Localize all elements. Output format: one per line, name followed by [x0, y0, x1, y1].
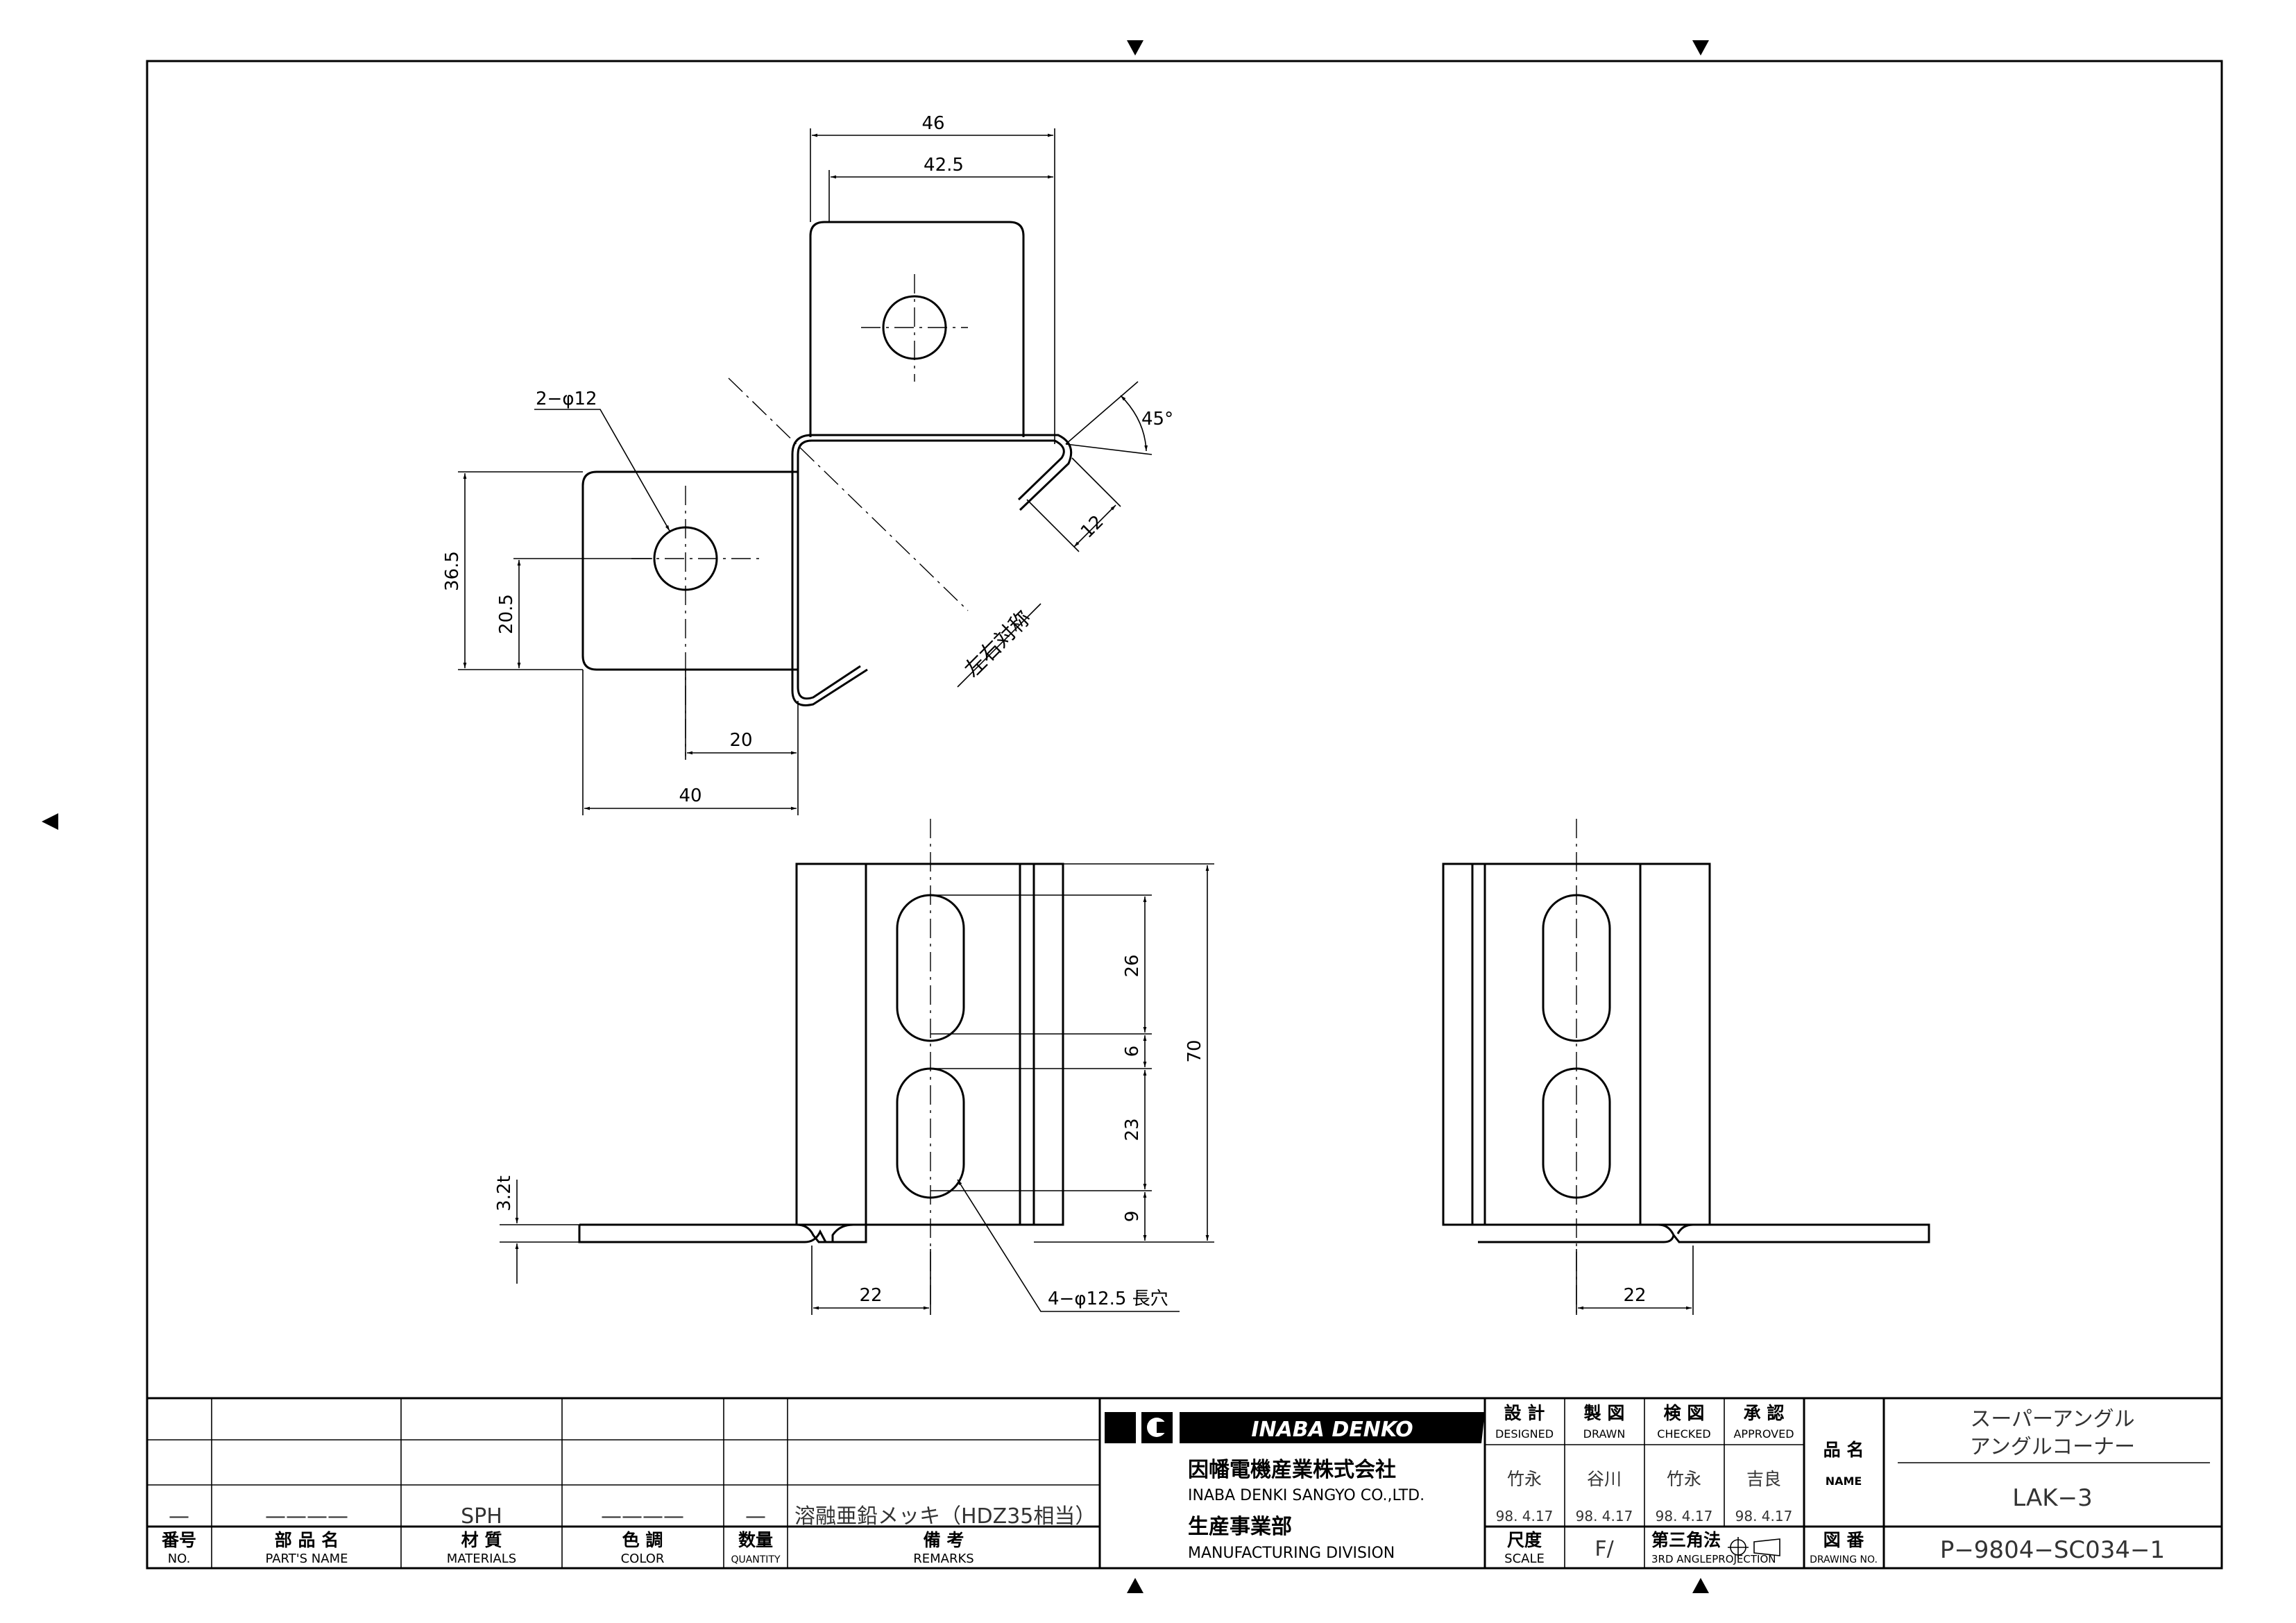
sig-checked-date: 98. 4.17 [1656, 1508, 1713, 1524]
sig-drawn-date: 98. 4.17 [1576, 1508, 1633, 1524]
row-no: — [169, 1504, 189, 1529]
dim-6: 6 [1122, 1046, 1143, 1057]
dim-9: 9 [1122, 1211, 1143, 1223]
side-view [1442, 819, 1930, 1315]
sig-approved-jp: 承 認 [1744, 1403, 1785, 1423]
symmetric-note: 左右対称 [960, 606, 1036, 682]
sig-designed-date: 98. 4.17 [1496, 1508, 1554, 1524]
sig-drawn-jp: 製 図 [1583, 1403, 1625, 1423]
company-brand: INABA DENKO [1251, 1418, 1413, 1442]
hdr-color-en: COLOR [621, 1552, 665, 1566]
top-view [458, 128, 1153, 815]
hdr-color-jp: 色 調 [622, 1530, 663, 1550]
dim-26: 26 [1122, 954, 1143, 977]
dim-20: 20 [729, 730, 752, 751]
dim-20-5: 20.5 [496, 594, 517, 634]
sig-checked-jp: 検 図 [1664, 1403, 1705, 1423]
row-color: ———— [601, 1504, 684, 1529]
hdr-no-jp: 番号 [161, 1530, 196, 1550]
sig-designed-jp: 設 計 [1504, 1403, 1545, 1423]
row-quantity: — [745, 1504, 766, 1529]
dim-45-deg: 45° [1141, 409, 1173, 430]
sig-drawn-en: DRAWN [1583, 1427, 1626, 1441]
hdr-mat-en: MATERIALS [447, 1552, 516, 1566]
product-line2: アングルコーナー [1970, 1435, 2135, 1459]
projection-jp: 第三角法 [1651, 1530, 1721, 1550]
sig-approved-en: APPROVED [1733, 1427, 1794, 1441]
dim-3-2t: 3.2t [494, 1175, 515, 1212]
drawing-no-jp: 図 番 [1823, 1530, 1865, 1550]
sig-checked-en: CHECKED [1657, 1427, 1710, 1441]
sheet-border [146, 60, 2223, 1570]
sig-approved-date: 98. 4.17 [1735, 1508, 1793, 1524]
sig-designed-name: 竹永 [1507, 1469, 1542, 1489]
projection-en: 3RD ANGLEPROJECTION [1651, 1553, 1776, 1565]
dim-70: 70 [1184, 1039, 1205, 1062]
hdr-no-en: NO. [168, 1552, 191, 1566]
hdr-part-en: PART'S NAME [266, 1552, 348, 1566]
hdr-part-jp: 部 品 名 [275, 1530, 339, 1550]
drawing-number: P−9804−SC034−1 [1940, 1536, 2165, 1564]
dim-hole-note: 2−φ12 [536, 389, 597, 409]
drawing-no-en: DRAWING NO. [1810, 1554, 1878, 1565]
dim-12: 12 [1077, 511, 1108, 543]
sig-drawn-name: 谷川 [1587, 1469, 1622, 1489]
sig-checked-name: 竹永 [1667, 1469, 1701, 1489]
row-material: SPH [461, 1504, 502, 1529]
hdr-mat-jp: 材 質 [461, 1530, 502, 1550]
scale-value: F/ [1595, 1537, 1614, 1561]
company-name-jp: 因幡電機産業株式会社 [1188, 1458, 1396, 1482]
dim-46: 46 [921, 113, 944, 134]
hdr-qty-en: QUANTITY [731, 1554, 781, 1565]
dim-side-22: 22 [1623, 1285, 1646, 1306]
dim-42-5: 42.5 [924, 155, 964, 176]
center-mark-top-right [1692, 40, 1709, 56]
dim-36-5: 36.5 [442, 551, 463, 591]
model-number: LAK−3 [2012, 1484, 2092, 1512]
product-line1: スーパーアングル [1970, 1407, 2134, 1431]
name-en: NAME [1826, 1475, 1862, 1488]
division-jp: 生産事業部 [1188, 1515, 1292, 1539]
hdr-rem-en: REMARKS [913, 1552, 973, 1566]
dim-front-22: 22 [859, 1285, 882, 1306]
center-mark-bottom-right [1692, 1578, 1709, 1593]
scale-en: SCALE [1504, 1552, 1545, 1566]
dim-40: 40 [679, 785, 701, 806]
sig-designed-en: DESIGNED [1495, 1427, 1554, 1441]
center-mark-bottom-left [1127, 1578, 1143, 1593]
row-part-name: ———— [265, 1504, 348, 1529]
hdr-rem-jp: 備 考 [924, 1530, 964, 1550]
company-name-en: INABA DENKI SANGYO CO.,LTD. [1188, 1487, 1425, 1504]
name-jp: 品 名 [1823, 1440, 1864, 1460]
dim-23: 23 [1122, 1118, 1143, 1141]
division-en: MANUFACTURING DIVISION [1188, 1545, 1395, 1562]
center-mark-left [42, 813, 58, 830]
hdr-qty-jp: 数量 [738, 1530, 773, 1550]
front-view [500, 819, 1214, 1315]
dim-slot-note: 4−φ12.5 長穴 [1048, 1289, 1168, 1309]
title-block [147, 1397, 2222, 1568]
scale-jp: 尺度 [1507, 1530, 1542, 1550]
row-remarks: 溶融亜鉛メッキ（HDZ35相当） [794, 1504, 1096, 1529]
sig-approved-name: 吉良 [1746, 1469, 1781, 1489]
center-mark-top-left [1127, 40, 1143, 56]
